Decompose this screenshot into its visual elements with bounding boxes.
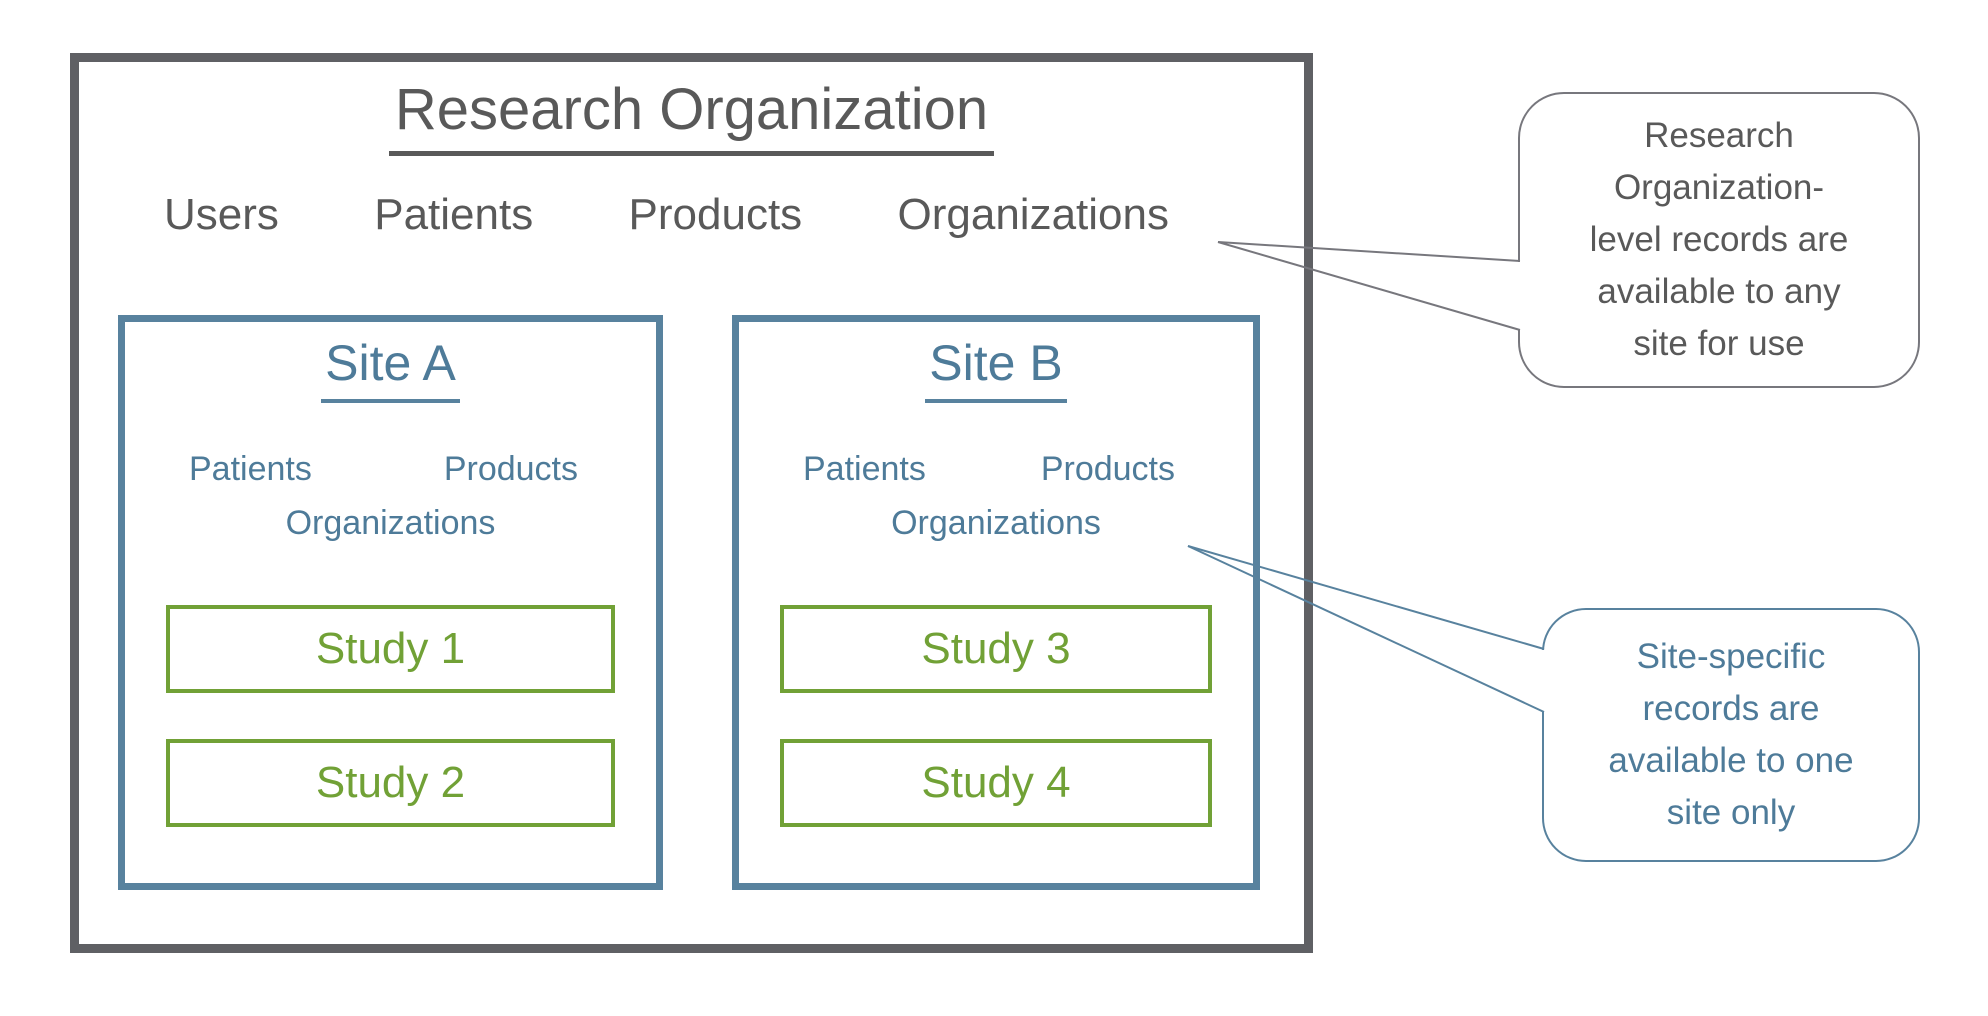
- study-label: Study 4: [921, 758, 1071, 807]
- org-level-callout-line: available to any: [1597, 272, 1841, 311]
- site-a-record-type-products: Products: [443, 450, 578, 488]
- site-level-callout: Site-specific records are available to o…: [1542, 608, 1920, 862]
- study-label: Study 1: [315, 624, 466, 673]
- study-box: Study 2: [166, 739, 615, 827]
- org-level-callout: Research Organization- level records are…: [1518, 92, 1920, 388]
- site-a-record-type-organizations: Organizations: [285, 504, 496, 542]
- org-record-type-organizations: Organizations: [897, 190, 1169, 239]
- research-organization-title: Research Organization: [79, 76, 1304, 156]
- org-level-callout-line: Research: [1644, 116, 1794, 155]
- site-a-record-types-row: Patients Products: [125, 450, 656, 489]
- study-box: Study 3: [780, 605, 1212, 693]
- site-b-title: Site B: [739, 334, 1253, 403]
- study-label: Study 2: [315, 758, 466, 807]
- site-level-callout-line: records are: [1642, 689, 1820, 728]
- org-record-type-users: Users: [164, 190, 279, 239]
- site-level-callout-line: site only: [1666, 793, 1796, 832]
- site-a-title-text: Site A: [321, 334, 460, 403]
- site-b-box: Site B Patients Products Organizations S…: [732, 315, 1260, 890]
- study-box: Study 4: [780, 739, 1212, 827]
- site-level-callout-line: available to one: [1608, 741, 1854, 780]
- org-level-callout-line: level records are: [1589, 220, 1849, 259]
- site-b-record-types-row: Patients Products: [739, 450, 1253, 489]
- site-b-title-text: Site B: [925, 334, 1067, 403]
- research-organization-title-text: Research Organization: [388, 76, 995, 156]
- study-label: Study 3: [921, 624, 1071, 673]
- study-box: Study 1: [166, 605, 615, 693]
- site-b-record-type-patients: Patients: [803, 450, 926, 488]
- site-a-title: Site A: [125, 334, 656, 403]
- site-a-record-type-patients: Patients: [189, 450, 312, 488]
- site-level-callout-line: Site-specific: [1636, 637, 1826, 676]
- org-level-callout-line: site for use: [1633, 324, 1805, 363]
- research-organization-box: Research Organization Users Patients Pro…: [70, 53, 1313, 953]
- org-record-type-patients: Patients: [374, 190, 534, 239]
- site-a-box: Site A Patients Products Organizations S…: [118, 315, 663, 890]
- org-level-callout-line: Organization-: [1613, 168, 1825, 207]
- site-b-record-type-organizations: Organizations: [891, 504, 1101, 542]
- org-record-types-row: Users Patients Products Organizations: [79, 190, 1304, 240]
- org-record-type-products: Products: [628, 190, 803, 239]
- site-b-record-type-products: Products: [1040, 450, 1175, 488]
